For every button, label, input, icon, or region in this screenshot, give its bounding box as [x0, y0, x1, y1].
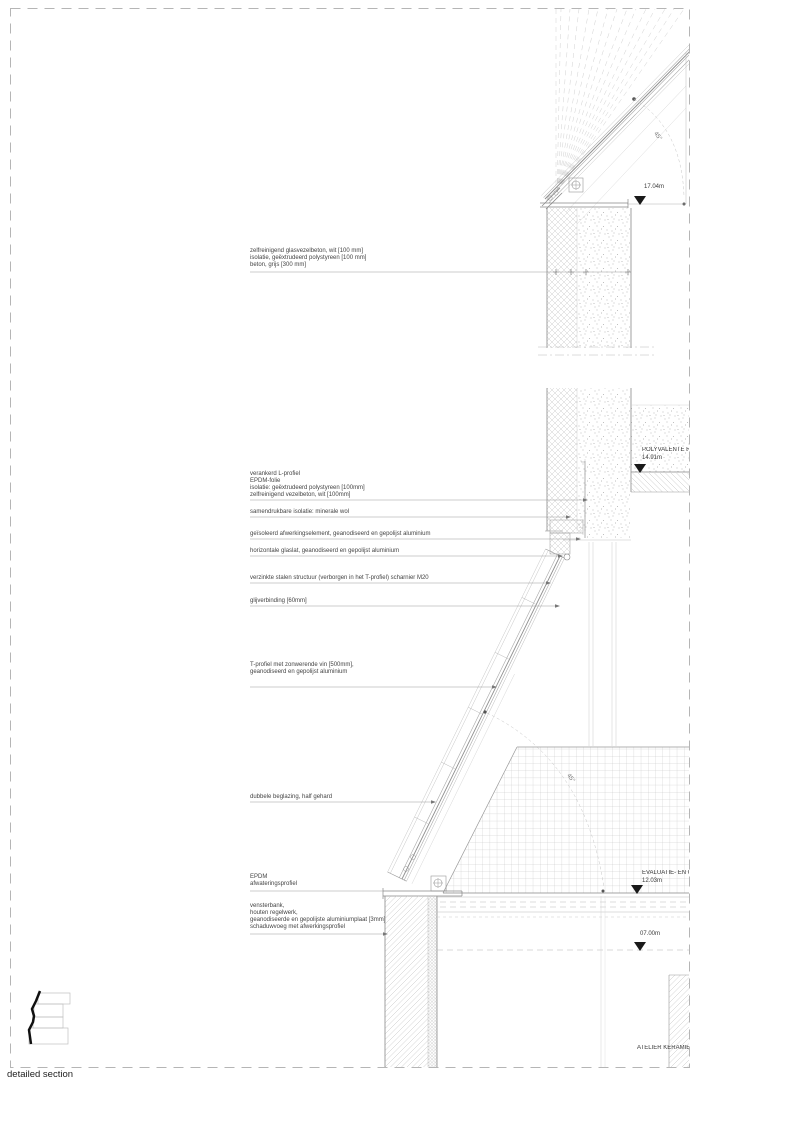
level-marker-14-91: [634, 464, 646, 473]
ridge-node-detail: [540, 177, 686, 210]
room-label-polyvalente: POLYVALENTE RU: [642, 447, 689, 453]
callout-finish-element: geïsoleerd afwerkingselement, geanodisee…: [250, 531, 431, 537]
section-break-line: [538, 346, 654, 356]
level-label-17-04: 17.04m: [644, 184, 665, 190]
callout-double-glazing: dubbele beglazing, half gehard: [250, 794, 333, 800]
lower-wall-section: [384, 896, 438, 1067]
mid-wall-section: [545, 388, 689, 541]
inclined-glazing: [387, 548, 565, 884]
leader-lines: [250, 271, 628, 936]
callout-glazing-bead: horizontale glaslat, geanodiseerd en gep…: [250, 548, 400, 554]
tiled-slope: [442, 746, 689, 894]
level-label-14-91: 14.91m: [642, 455, 663, 461]
room-label-atelier: ATELIER KERAMIEK: [637, 1045, 689, 1051]
level-marker-17-04: [634, 196, 646, 205]
location-key-icon: [27, 990, 71, 1045]
floor-slab: [437, 896, 689, 1067]
upper-wall-section: [546, 208, 632, 348]
roof-fan-lines: [555, 9, 685, 193]
callout-roof-buildup: zelfreinigend glasvezelbeton, wit [100 m…: [250, 248, 367, 268]
parapet-node-detail: [549, 461, 617, 746]
callout-mineral-wool: samendrukbare isolatie: minerale wol: [250, 509, 350, 515]
callout-window-sill: vensterbank, houten regelwerk, geanodise…: [250, 903, 386, 930]
callout-epdm-drainage: EPDM afwateringsprofiel: [250, 874, 298, 887]
roof-glazing-band: [541, 44, 689, 225]
roof-mask: [551, 66, 689, 207]
callout-sliding-joint: glijverbinding [60mm]: [250, 598, 307, 604]
level-marker-07-00: [634, 942, 646, 951]
drawing-title: detailed section: [7, 1069, 74, 1080]
level-marker-12-03: [631, 885, 643, 894]
room-label-evaluatie: EVALUATIE- EN C: [642, 870, 689, 876]
sheet-frame: [10, 8, 690, 1068]
callout-t-profile-fin: T-profiel met zonwerende vin [500mm], ge…: [250, 662, 354, 675]
level-label-07-00: 07.00m: [640, 931, 661, 937]
level-markers: [631, 196, 646, 951]
level-label-12-03: 12.03m: [642, 878, 663, 884]
callout-l-profile: verankerd L-profiel EPDM-folie isolatie:…: [250, 471, 365, 498]
callout-steel-structure: verzinkte stalen structuur (verborgen in…: [250, 575, 429, 581]
detail-location-mark: [27, 990, 42, 1045]
